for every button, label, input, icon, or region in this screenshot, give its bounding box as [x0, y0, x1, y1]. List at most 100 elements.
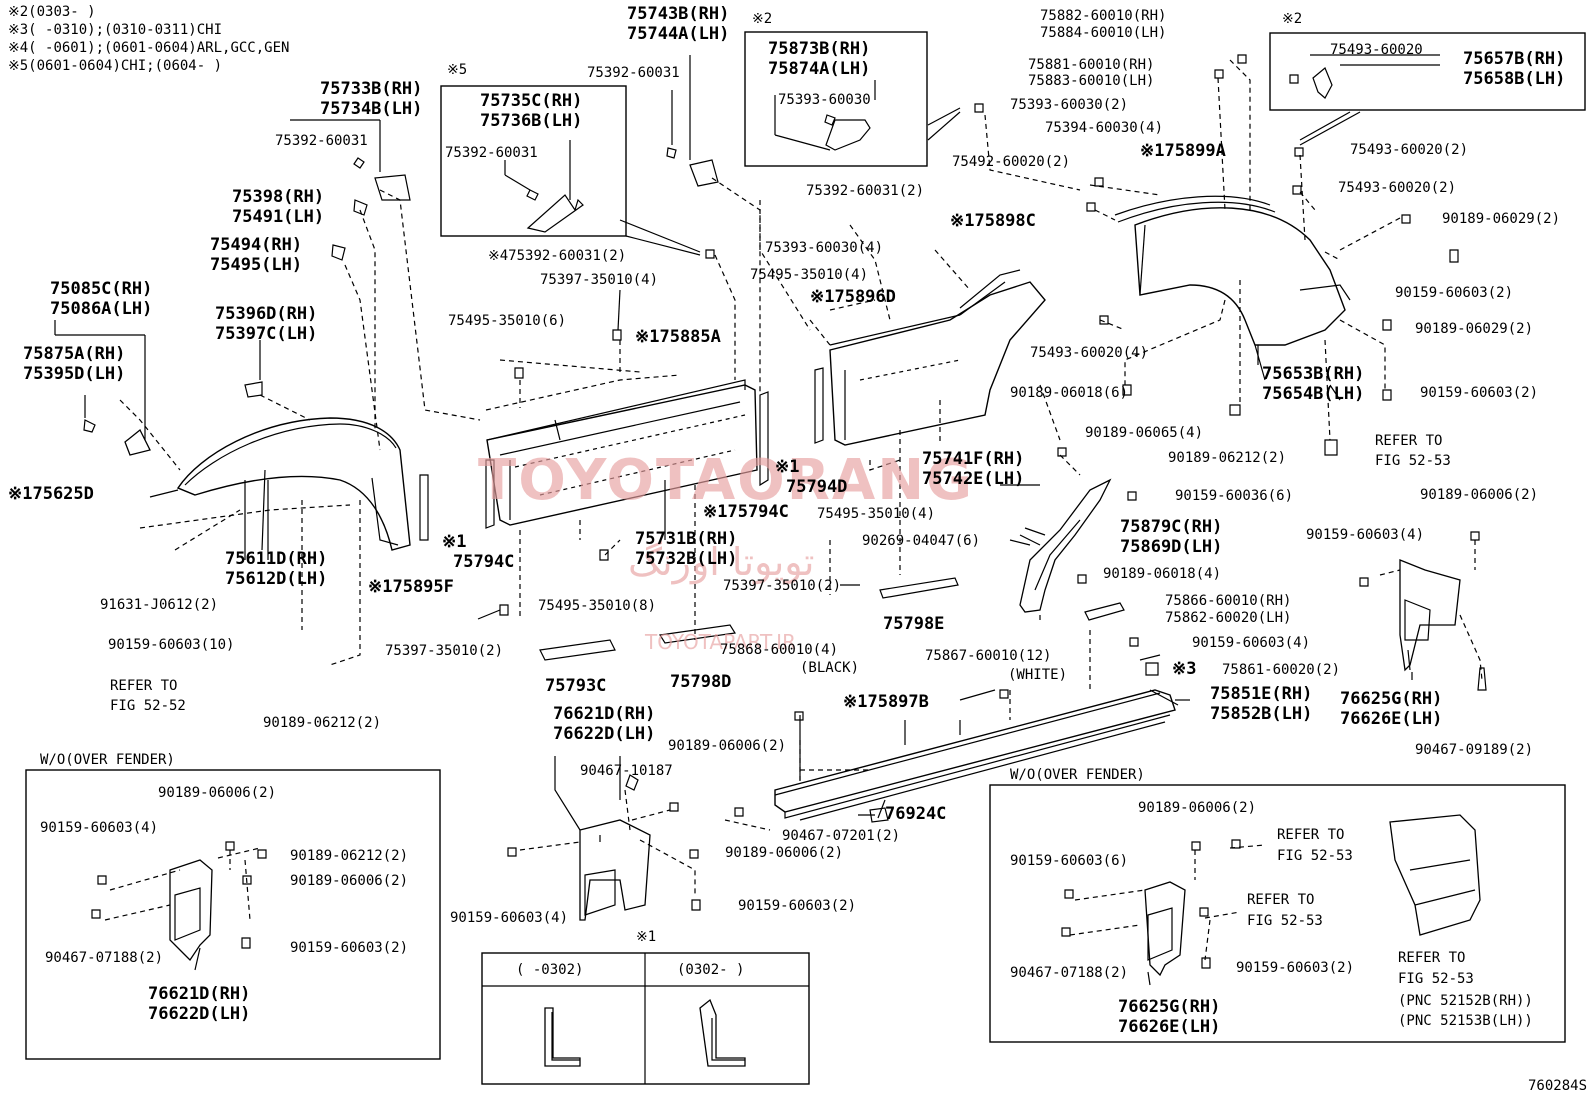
part-label: 75868-60010(4) [720, 642, 839, 658]
part-label: 75742E(LH) [922, 469, 1025, 489]
part-label: 75085C(RH) [50, 279, 153, 299]
part-label: 75396D(RH) [215, 304, 318, 324]
part-label: 76626E(LH) [1340, 709, 1443, 729]
part-label: 75798E [883, 614, 945, 634]
note-4: ※4( -0601);(0601-0604)ARL,GCC,GEN [8, 40, 290, 56]
box-note2-right [1269, 32, 1586, 111]
front-door-strip [759, 391, 769, 487]
part-label: 75744A(LH) [627, 24, 730, 44]
front-door-lower-strip [539, 639, 616, 661]
part-label: 75881-60010(RH) [1028, 57, 1155, 73]
part-label: 76621D(RH) [148, 984, 251, 1004]
part-label: 75495(LH) [210, 255, 303, 275]
part-label: 75852B(LH) [1210, 704, 1313, 724]
front-fender-strip [419, 474, 429, 541]
part-label: 90467-10187 [580, 763, 673, 779]
part-label: ※1 [442, 532, 467, 552]
part-label: 76626E(LH) [1118, 1017, 1221, 1037]
box-wo-over-fender-right [989, 784, 1566, 1043]
wo-mudflap-right [1144, 881, 1186, 977]
part-label: 76924C [885, 804, 947, 824]
part-label: ※1 [636, 929, 657, 945]
part-label: 75731B(RH) [635, 529, 738, 549]
part-label: ( -0302) [516, 962, 584, 978]
part-label: 75653B(RH) [1262, 364, 1365, 384]
part-label: ※475392-60031(2) [488, 248, 627, 264]
part-label: 75733B(RH) [320, 79, 423, 99]
part-label: 90159-60603(2) [1420, 385, 1539, 401]
part-label: 75392-60031(2) [806, 183, 925, 199]
part-label: 75397-35010(2) [723, 578, 842, 594]
part-label: 90159-60603(2) [1236, 960, 1355, 976]
box-note2-center [744, 31, 928, 167]
note-2: ※2(0303- ) [8, 4, 96, 20]
part-label: 90189-06006(2) [668, 738, 787, 754]
part-label: 90467-07188(2) [1010, 965, 1129, 981]
part-label: 75395D(LH) [23, 364, 126, 384]
part-label: 75611D(RH) [225, 549, 328, 569]
part-label: 75493-60020(4) [1030, 345, 1149, 361]
part-label: 75794D [786, 477, 848, 497]
part-label: 75397C(LH) [215, 324, 318, 344]
part-label: 75734B(LH) [320, 99, 423, 119]
part-label: 75735C(RH) [480, 91, 583, 111]
part-label: 75495-35010(6) [448, 313, 567, 329]
part-label: (WHITE) [1008, 667, 1068, 683]
note-3: ※3( -0310);(0310-0311)CHI [8, 22, 223, 38]
part-label: 75867-60010(12) [925, 648, 1052, 664]
part-label: (PNC 52153B(LH)) [1398, 1013, 1533, 1029]
part-label: 90189-06212(2) [1168, 450, 1287, 466]
part-label: 75873B(RH) [768, 39, 871, 59]
part-label: 90159-60603(10) [108, 637, 235, 653]
part-label: 75657B(RH) [1463, 49, 1566, 69]
part-label: ※3 [1172, 659, 1197, 679]
part-label: (BLACK) [800, 660, 860, 676]
part-label: 76622D(LH) [148, 1004, 251, 1024]
part-label: 90189-06006(2) [725, 845, 844, 861]
diagram-id: 760284S [1528, 1078, 1588, 1094]
part-label: ※175895F [368, 577, 454, 597]
center-mudflap [579, 819, 651, 921]
part-label: ※5 [447, 62, 468, 78]
part-label: FIG 52-53 [1247, 913, 1323, 929]
part-label: 90159-60603(2) [738, 898, 857, 914]
part-label: (0302- ) [677, 962, 745, 978]
part-label: 90159-60603(4) [450, 910, 569, 926]
wo-mudflap-left [169, 859, 213, 962]
part-label: 75392-60031 [445, 145, 538, 161]
part-label: 75654B(LH) [1262, 384, 1365, 404]
part-label: 76625G(RH) [1118, 997, 1221, 1017]
part-label: 75874A(LH) [768, 59, 871, 79]
part-label: 75398(RH) [232, 187, 325, 207]
front-door-lower-strip-2 [659, 624, 736, 644]
part-label: 75741F(RH) [922, 449, 1025, 469]
part-label: 75492-60020(2) [952, 154, 1071, 170]
part-label: 90159-60603(6) [1010, 853, 1129, 869]
part-label: ※175897B [843, 692, 929, 712]
part-label: ※175794C [703, 502, 789, 522]
part-label: 75866-60010(RH) [1165, 593, 1292, 609]
part-label: 90159-60603(2) [1395, 285, 1514, 301]
front-door-strip-left [485, 459, 495, 529]
part-label: 75394-60030(4) [1045, 120, 1164, 136]
part-label: 75494(RH) [210, 235, 303, 255]
part-label: 75086A(LH) [50, 299, 153, 319]
rear-fender-flare [1134, 207, 1346, 346]
part-label: 91631-J0612(2) [100, 597, 219, 613]
part-label: 75397-35010(4) [540, 272, 659, 288]
part-label: 75736B(LH) [480, 111, 583, 131]
part-label: 90467-07201(2) [782, 828, 901, 844]
part-label: ※1 [775, 457, 800, 477]
part-label: 75732B(LH) [635, 549, 738, 569]
part-label: FIG 52-53 [1375, 453, 1451, 469]
part-label: 75658B(LH) [1463, 69, 1566, 89]
part-label: W/O(OVER FENDER) [1010, 767, 1145, 783]
front-fender-flare [176, 417, 411, 551]
part-label: 75393-60030(4) [765, 240, 884, 256]
part-label: 90159-60603(4) [1306, 527, 1425, 543]
part-label: 76621D(RH) [553, 704, 656, 724]
part-label: 75879C(RH) [1120, 517, 1223, 537]
part-label: 90189-06212(2) [263, 715, 382, 731]
part-label: 75875A(RH) [23, 344, 126, 364]
part-label: 90159-60603(4) [1192, 635, 1311, 651]
